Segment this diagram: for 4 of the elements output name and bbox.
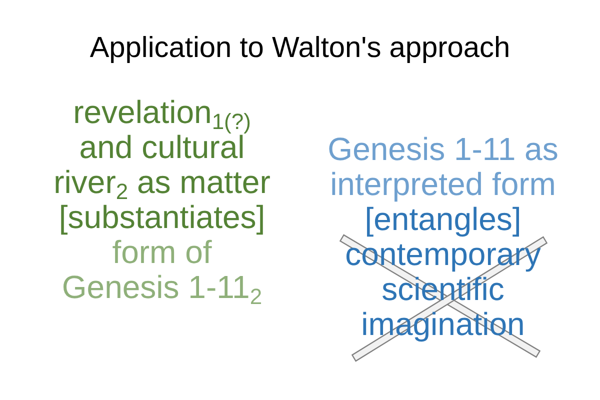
slide-title: Application to Walton's approach (88, 31, 512, 66)
statement-text: form of Genesis 1-11$_{2}$ (62, 235, 262, 305)
statement-text: revelation$_{1(?)}$ and cultural river$_{2}$ as matter [substantiates] (52, 95, 272, 235)
statement-text: Genesis 1-11 as interpreted form (326, 132, 560, 202)
